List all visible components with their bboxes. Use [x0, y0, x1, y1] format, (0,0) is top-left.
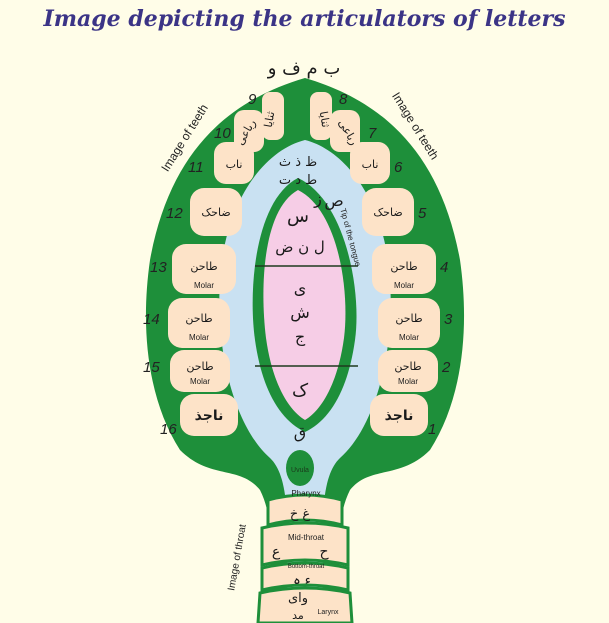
tongue-letters-tip-row1: ظ ذ ث: [279, 155, 317, 170]
tooth-15-name: طاحن: [186, 360, 214, 373]
throat-block-upper: [266, 493, 344, 527]
tooth-4: [372, 244, 436, 294]
pharynx-label: Pharynx: [291, 489, 320, 498]
tooth-number-5: 5: [418, 205, 427, 222]
mid-throat-label: Mid-throat: [288, 533, 325, 542]
tooth-14: [168, 298, 230, 348]
tooth-number-6: 6: [394, 159, 403, 176]
tooth-14-name: طاحن: [185, 312, 213, 325]
tongue-letter-ya: ی: [294, 279, 307, 298]
tooth-7: [330, 110, 360, 152]
tongue-letter-zay: ز: [313, 189, 322, 209]
tooth-15: [170, 350, 230, 392]
tooth-number-2: 2: [441, 359, 451, 376]
tooth-1: [370, 394, 428, 436]
tooth-8-name: ثنایا: [317, 110, 333, 128]
tooth-11-name: ناب: [226, 158, 243, 171]
molar-label-13: Molar: [194, 281, 214, 290]
molar-label-14: Molar: [189, 333, 209, 342]
throat-block-mid: [260, 521, 350, 567]
tooth-16-name: ناجذ: [195, 408, 224, 424]
molar-label-2: Molar: [398, 377, 418, 386]
tooth-number-9: 9: [248, 91, 257, 108]
top-letters: ب م ف و: [267, 58, 341, 79]
tooth-13-name: طاحن: [190, 260, 218, 273]
tooth-13: [172, 244, 236, 294]
tooth-number-16: 16: [160, 421, 177, 438]
tongue-letters-tip-row2: ط د ت: [279, 173, 317, 188]
diagram-title: Image depicting the articulators of lett…: [43, 6, 566, 32]
molar-label-4: Molar: [394, 281, 414, 290]
tooth-number-11: 11: [188, 159, 204, 176]
tooth-12: [190, 188, 242, 236]
tongue-letter-qaf: ق: [294, 423, 306, 442]
tooth-9: [262, 92, 284, 140]
tooth-11: [214, 142, 254, 184]
tongue-letter-seen: س: [287, 206, 309, 227]
throat-block-bottom: [260, 561, 350, 592]
throat-letters-upper: غ خ: [290, 507, 311, 522]
tongue-body: [263, 190, 346, 420]
throat-letters-bottom: ء ہ: [293, 573, 311, 588]
tongue-letter-sheen: ش: [290, 303, 310, 322]
tooth-number-7: 7: [368, 125, 377, 142]
uvula-label: Uvula: [291, 467, 309, 474]
throat-block-larynx: [256, 586, 354, 623]
teeth-right: [310, 92, 440, 436]
throat-letter-mid-left: ع: [272, 544, 281, 560]
throat-letter-mid-right: ح: [319, 544, 329, 560]
larynx-letters-row1: وای: [288, 591, 308, 606]
tooth-number-10: 10: [214, 125, 231, 142]
tooth-6-name: ناب: [362, 158, 379, 171]
larynx-letters-row2: مد: [292, 609, 304, 622]
tooth-5-name: ضاحک: [373, 206, 402, 219]
tooth-number-3: 3: [444, 311, 453, 328]
molar-label-15: Molar: [190, 377, 210, 386]
molar-label-3: Molar: [399, 333, 419, 342]
tooth-number-12: 12: [166, 205, 183, 222]
tooth-4-name: طاحن: [390, 260, 418, 273]
tongue-letters-lnd: ل ن ض: [275, 238, 325, 256]
tooth-number-1: 1: [428, 421, 436, 438]
tooth-number-15: 15: [143, 359, 160, 376]
tooth-16: [180, 394, 238, 436]
throat-sections: [256, 493, 354, 623]
tooth-2: [378, 350, 438, 392]
tooth-3: [378, 298, 440, 348]
tooth-5: [362, 188, 414, 236]
larynx-label: Larynx: [317, 609, 339, 616]
tooth-number-14: 14: [143, 311, 160, 328]
tooth-number-4: 4: [440, 259, 448, 276]
tooth-1-name: ناجذ: [385, 408, 414, 424]
tooth-3-name: طاحن: [395, 312, 423, 325]
tooth-2-name: طاحن: [394, 360, 422, 373]
teeth-left: [168, 92, 284, 436]
throat-label: Image of throat: [226, 523, 249, 591]
bottom-throat-label: Bottom-throat: [288, 564, 325, 570]
tongue-letter-kaf: ک: [292, 380, 309, 401]
tooth-number-13: 13: [150, 259, 167, 276]
tooth-9-name: ثنایا: [262, 110, 278, 128]
tooth-8: [310, 92, 332, 140]
tooth-6: [350, 142, 390, 184]
tooth-12-name: ضاحک: [201, 206, 230, 219]
uvula: [286, 450, 314, 486]
tongue-letter-jeem: ج: [295, 327, 306, 347]
tongue-letter-sad: ص: [324, 191, 343, 211]
tooth-number-8: 8: [339, 91, 348, 108]
tooth-10: [234, 110, 264, 152]
